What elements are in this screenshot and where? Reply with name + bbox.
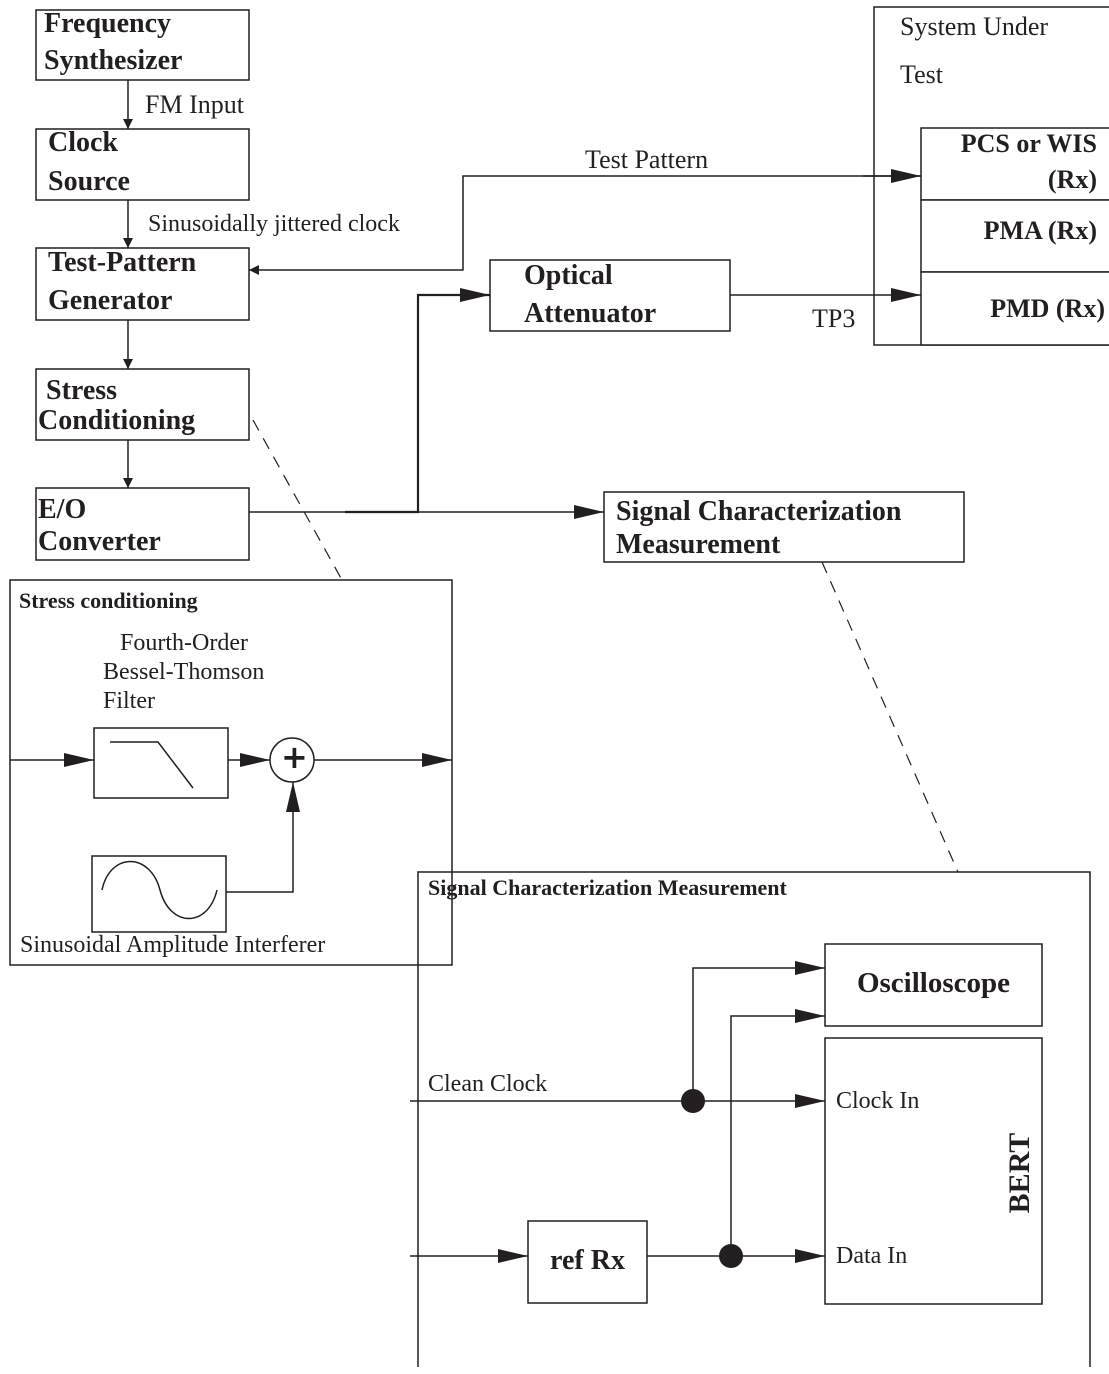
clock-junction-dot xyxy=(681,1089,705,1113)
stress-zoom-guide xyxy=(252,419,343,581)
clock-to-scope-arrow xyxy=(692,961,825,1101)
bert-box xyxy=(824,1037,1043,1305)
stress-detail-box xyxy=(9,579,453,966)
filter-label-3: Filter xyxy=(103,688,155,714)
filter-label-1: Fourth-Order xyxy=(120,630,248,656)
frequency-synthesizer-label-2: Synthesizer xyxy=(44,45,183,76)
eo-converter-box xyxy=(35,487,250,561)
system-under-test-label-2: Test xyxy=(900,60,943,89)
clock-source-label-1: Clock xyxy=(48,127,118,158)
measurement-detail-box xyxy=(417,871,1091,1367)
clock-in-label: Clock In xyxy=(836,1088,920,1114)
jittered-clock-label: Sinusoidally jittered clock xyxy=(148,211,400,237)
test-pattern-label: Test Pattern xyxy=(585,145,709,174)
clock-source-label-2: Source xyxy=(48,166,130,197)
tp3-label: TP3 xyxy=(812,304,856,333)
stress-conditioning-label-1: Stress xyxy=(46,375,118,406)
frequency-synthesizer-label-1: Frequency xyxy=(44,8,172,39)
optical-attenuator-label-2: Attenuator xyxy=(524,298,657,329)
pcs-or-wis-label-2: (Rx) xyxy=(1047,165,1097,194)
oscilloscope-label: Oscilloscope xyxy=(856,967,1011,999)
bert-label: BERT xyxy=(1003,1132,1036,1214)
test-pattern-generator-label-1: Test-Pattern xyxy=(48,247,197,278)
filter-label-2: Bessel-Thomson xyxy=(103,659,265,685)
sine-wave-icon xyxy=(101,860,218,920)
data-in-label: Data In xyxy=(836,1243,908,1269)
bessel-filter-box xyxy=(93,727,229,799)
interferer-label: Sinusoidal Amplitude Interferer xyxy=(20,932,326,958)
eo-converter-label-2: Converter xyxy=(38,526,161,557)
data-junction-dot xyxy=(719,1244,743,1268)
test-pattern-generator-box xyxy=(35,247,250,321)
test-pattern-loop-arrow xyxy=(249,175,921,275)
summer-plus-icon: + xyxy=(281,738,308,776)
pma-label: PMA (Rx) xyxy=(983,216,1097,245)
pmd-label: PMD (Rx) xyxy=(990,294,1105,323)
pcs-or-wis-label-1: PCS or WIS xyxy=(960,129,1097,158)
optical-attenuator-label-1: Optical xyxy=(524,260,613,291)
interferer-box xyxy=(91,855,227,933)
stress-detail-title: Stress conditioning xyxy=(19,588,198,613)
measurement-zoom-guide xyxy=(821,561,959,873)
eo-to-attenuator-arrow xyxy=(345,288,490,514)
fm-input-label: FM Input xyxy=(145,90,244,119)
signal-characterization-box xyxy=(603,491,965,563)
stress-conditioning-label-2: Conditioning xyxy=(38,405,196,436)
frequency-synthesizer-box xyxy=(35,9,250,81)
oscilloscope-box xyxy=(824,943,1043,1027)
test-pattern-generator-label-2: Generator xyxy=(48,285,173,316)
pmd-box xyxy=(920,271,1109,346)
system-under-test-label-1: System Under xyxy=(900,12,1049,41)
eo-converter-label-1: E/O xyxy=(38,494,87,525)
pma-box xyxy=(920,199,1109,273)
data-to-scope-arrow xyxy=(730,1009,825,1256)
measurement-detail-title: Signal Characterization Measurement xyxy=(428,875,787,900)
clean-clock-label: Clean Clock xyxy=(428,1071,548,1097)
interferer-to-summer-arrow xyxy=(226,782,300,893)
stress-conditioning-box xyxy=(35,368,250,441)
clock-source-box xyxy=(35,128,250,201)
signal-characterization-label-2: Measurement xyxy=(616,529,781,560)
low-pass-response-icon xyxy=(110,741,194,789)
ref-rx-label: ref Rx xyxy=(550,1245,625,1276)
signal-characterization-label-1: Signal Characterization xyxy=(616,496,902,527)
ref-rx-box xyxy=(527,1220,648,1304)
